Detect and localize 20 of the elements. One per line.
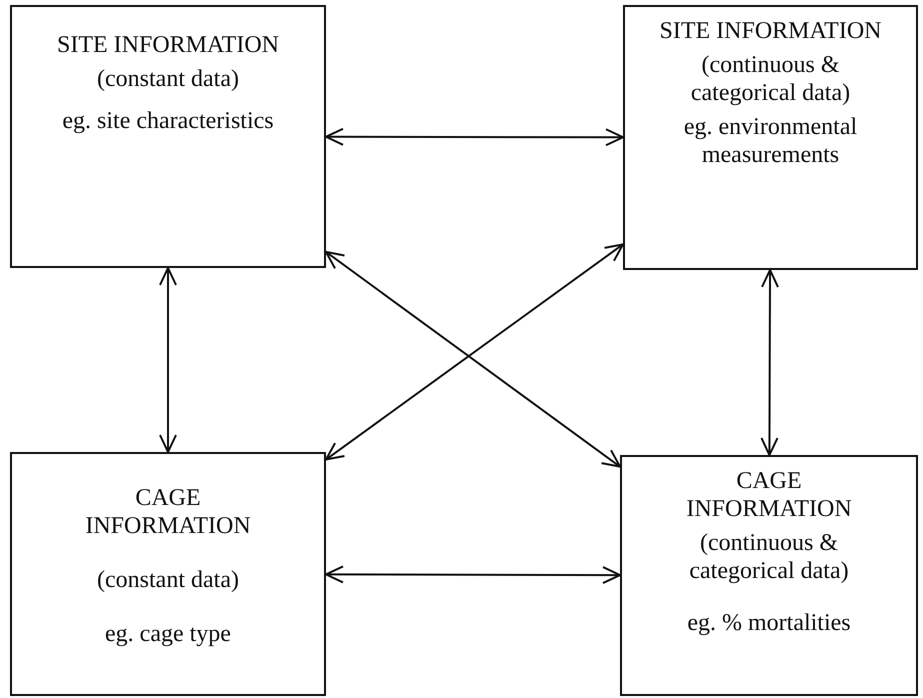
info-box	[10, 5, 326, 268]
info-box	[10, 452, 326, 696]
info-box	[620, 455, 918, 696]
example-text: eg. site characteristics	[61, 107, 275, 135]
double-arrow	[159, 267, 177, 453]
data-type-text: (constant data)	[96, 65, 240, 93]
example-text: eg. % mortalities	[686, 609, 852, 637]
box-heading: CAGE INFORMATION	[84, 484, 252, 540]
data-type-text: (continuous & categorical data)	[690, 51, 852, 107]
data-type-text: (continuous & categorical data)	[688, 529, 850, 585]
box-heading: SITE INFORMATION	[56, 31, 280, 59]
info-box	[623, 5, 918, 270]
box-heading: SITE INFORMATION	[658, 17, 882, 45]
double-arrow	[325, 565, 621, 584]
box-heading: CAGE INFORMATION	[685, 467, 853, 523]
example-text: eg. environmental measurements	[682, 113, 858, 169]
double-arrow	[760, 269, 779, 456]
double-arrow	[325, 128, 624, 146]
data-type-text: (constant data)	[96, 566, 240, 594]
example-text: eg. cage type	[104, 620, 232, 648]
